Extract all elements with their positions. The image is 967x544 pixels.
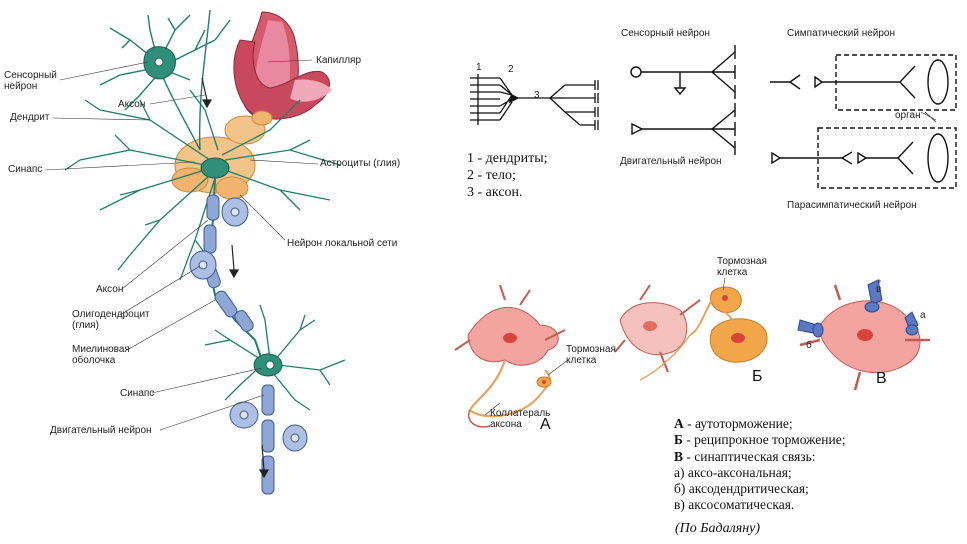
label-astrocytes: Астроциты (глия)	[320, 158, 401, 169]
motor-neuron-schema	[631, 103, 736, 155]
legend-line: 3 - аксон.	[467, 185, 523, 200]
axon-myelin-sheath	[189, 177, 263, 361]
label-myelin: Миелиновая оболочка	[72, 344, 130, 366]
label-inhibitory-cell-a: Тормозная клетка	[566, 344, 616, 366]
small-letter-v: в	[876, 284, 882, 295]
caption-line: б) аксодендритическая;	[674, 481, 809, 497]
label-line: Тормозная	[566, 344, 616, 355]
label-sensory-neuron: Сенсорный нейрон	[4, 70, 57, 92]
motor-schema-title: Двигательный нейрон	[620, 156, 722, 167]
label-leader-lines	[44, 59, 319, 431]
small-letter-a: а	[920, 310, 926, 321]
label-inhibitory-cell-b: Тормозная клетка	[717, 256, 767, 278]
label-axon-collateral: Коллатераль аксона	[490, 408, 550, 430]
label-line: аксона	[490, 419, 522, 430]
caption-line: а) аксо-аксональная;	[674, 464, 792, 480]
label-synapse-top: Синапс	[8, 164, 43, 175]
schema-num-3: 3	[534, 90, 540, 101]
capillary-vessel	[233, 11, 332, 120]
local-neuron-dendrites	[64, 89, 341, 281]
parasympathetic-neuron-schema	[771, 111, 957, 189]
sympathetic-neuron-schema	[770, 54, 957, 111]
synaptic-connection-illustration	[797, 279, 930, 391]
letter-b: Б	[752, 368, 763, 385]
label-line: Тормозная	[717, 256, 767, 267]
parasympathetic-schema-title: Парасимпатический нейрон	[787, 200, 917, 211]
label-synapse-bottom: Синапс	[120, 388, 155, 399]
label-line: Сенсорный	[4, 70, 57, 81]
letter-a: А	[540, 416, 551, 433]
label-oligodendrocyte: Олигодендроцит (глия)	[72, 309, 150, 331]
local-neuron-body	[200, 157, 230, 179]
signal-direction-arrows	[201, 77, 270, 479]
inhibition-leader-lines	[484, 111, 937, 416]
caption-line: В - синаптическая связь:	[674, 448, 816, 464]
sensory-neuron-schema	[630, 45, 736, 99]
schema-num-2: 2	[508, 64, 514, 75]
caption-line: А - аутоторможение;	[674, 416, 793, 431]
sympathetic-schema-title: Симпатический нейрон	[787, 28, 896, 39]
label-local-neuron: Нейрон локальной сети	[287, 238, 398, 249]
autoinhibition-illustration	[454, 284, 566, 428]
label-line: (глия)	[72, 320, 99, 331]
label-line: Олигодендроцит	[72, 309, 150, 320]
generic-neuron-schema	[470, 74, 599, 130]
small-letter-b: б	[806, 340, 812, 351]
inhibition-caption: А - аутоторможение; Б - реципрокное торм…	[674, 416, 845, 514]
sensory-schema-title: Сенсорный нейрон	[621, 28, 710, 39]
sensory-neuron-nucleus	[154, 57, 164, 67]
label-line: клетка	[566, 355, 597, 366]
source-credit: (По Бадаляну)	[675, 521, 761, 536]
label-dendrite: Дендрит	[10, 112, 50, 123]
legend-line: 2 - тело;	[467, 168, 516, 183]
label-motor-neuron: Двигательный нейрон	[50, 425, 152, 436]
letter-v: В	[876, 370, 887, 387]
legend-line: 1 - дендриты;	[467, 151, 548, 166]
schema-legend: 1 - дендриты; 2 - тело; 3 - аксон.	[467, 150, 548, 201]
organ-label: орган	[895, 110, 921, 121]
label-axon-top: Аксон	[118, 99, 146, 110]
caption-line: в) аксосоматическая.	[674, 497, 795, 513]
label-line: Коллатераль	[490, 408, 551, 419]
motor-neuron-nucleus	[265, 360, 275, 370]
reciprocal-inhibition-illustration	[614, 284, 768, 381]
label-line: клетка	[717, 267, 748, 278]
schema-num-1: 1	[476, 62, 482, 73]
label-line: нейрон	[4, 81, 38, 92]
label-axon-mid: Аксон	[96, 284, 124, 295]
label-line: Миелиновая	[72, 344, 130, 355]
label-line: оболочка	[72, 355, 116, 366]
caption-line: Б - реципрокное торможение;	[674, 432, 846, 448]
label-capillary: Капилляр	[316, 55, 362, 66]
motor-axon-myelin	[229, 384, 308, 495]
